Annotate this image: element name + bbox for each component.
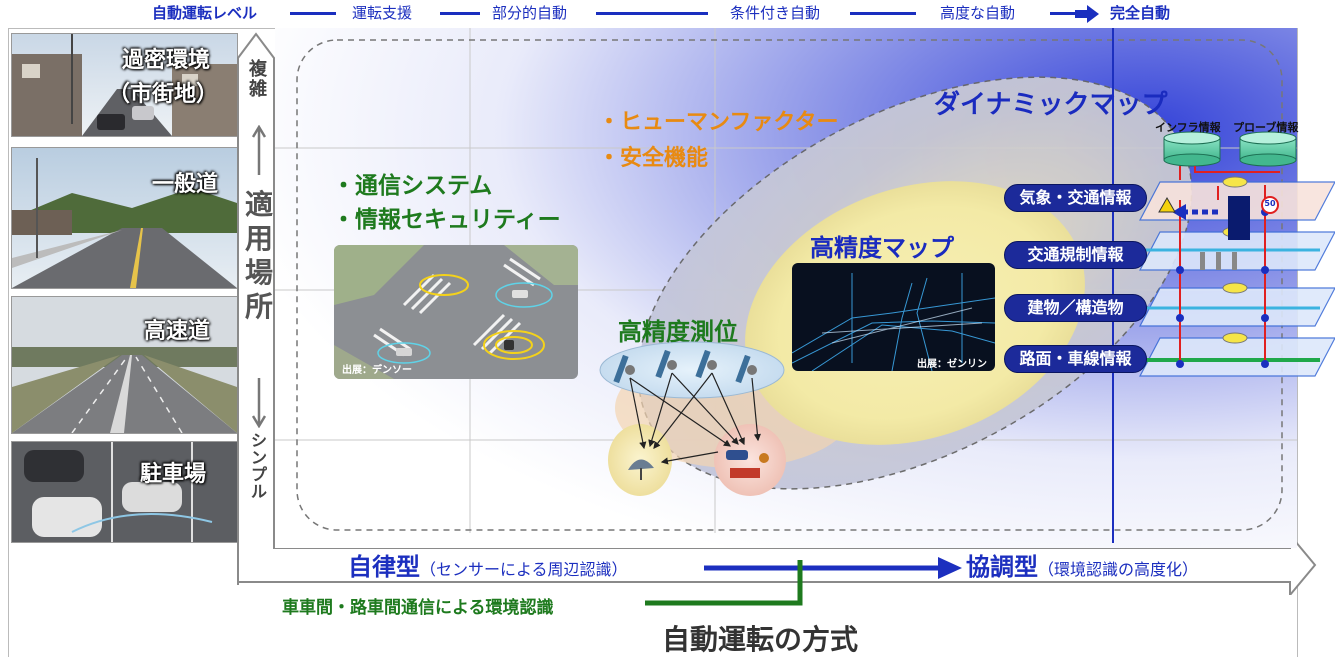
level-3: 条件付き自動 (730, 4, 821, 22)
dynamic-map-label: ダイナミックマップ (934, 90, 1168, 120)
level-connector (596, 12, 708, 15)
database-icon (1163, 131, 1297, 167)
ground-station-icon (628, 459, 654, 480)
layer-traffic-regulation: 交通規制情報 (1004, 241, 1147, 269)
diagram-title: 自動運転の方式 (662, 623, 859, 656)
photo-urban: 過密環境 （市街地） (11, 33, 238, 137)
layer-buildings: 建物／構造物 (1004, 294, 1147, 322)
parking-label: 駐車場 (140, 462, 207, 487)
level-connector (290, 12, 336, 15)
cooperative-title: 協調型 (966, 553, 1038, 581)
photo-general-road: 一般道 (11, 147, 238, 289)
autonomous-note: （センサーによる周辺認識） (420, 560, 628, 579)
satellite-positioning-diagram (599, 341, 786, 496)
cooperative-note: （環境認識の高度化） (1038, 560, 1199, 579)
layer-weather-traffic: 気象・交通情報 (1004, 184, 1147, 212)
v2x-label: 車車間・路車間通信による環境認識 (282, 598, 554, 618)
general-road-image (12, 148, 237, 288)
autonomous-type-label: 自律型（センサーによる周辺認識） (348, 547, 628, 582)
arrow-down-icon (252, 378, 266, 428)
photo-parking: 駐車場 (11, 441, 238, 543)
axis-middle-label: 適用場所 (244, 188, 273, 323)
arrow-up-icon (252, 125, 266, 175)
human-factor-label: ・ヒューマンファクター (598, 110, 839, 135)
dynamic-map-stack (1139, 131, 1335, 377)
probe-info-label: プローブ情報 (1233, 121, 1299, 134)
info-security-label: ・情報セキュリティー (332, 207, 561, 233)
parking-image (12, 442, 237, 542)
layer-road-lanes: 路面・車線情報 (1004, 345, 1147, 373)
cooperative-type-label: 協調型（環境認識の高度化） (966, 547, 1198, 582)
satellite-icon (613, 349, 757, 384)
hd-map-label: 高精度マップ (810, 234, 954, 262)
vehicles-icon (726, 450, 769, 478)
level-1: 運転支援 (352, 4, 413, 22)
comm-system-label: ・通信システム (332, 173, 493, 199)
urban-street-image (12, 34, 237, 136)
speed-sign-label: 50 (1264, 199, 1276, 208)
level-title: 自動運転レベル (152, 4, 258, 22)
level-connector (850, 12, 916, 15)
safety-function-label: ・安全機能 (598, 146, 709, 171)
positioning-label: 高精度測位 (618, 318, 738, 346)
v2x-connector (645, 560, 803, 606)
level-2: 部分的自動 (492, 4, 568, 22)
level-connector (440, 12, 480, 15)
expressway-image (12, 297, 237, 433)
credit-denso: 出展：デンソー (342, 365, 412, 376)
general-road-label: 一般道 (152, 172, 219, 197)
autonomous-to-cooperative-arrow-icon (704, 557, 962, 579)
photo-expressway: 高速道 (11, 296, 238, 434)
diagram-background (275, 28, 1297, 548)
urban-label-line2: （市街地） (108, 82, 219, 107)
credit-zenrin: 出展：ゼンリン (917, 359, 987, 370)
intersection-image: 出展：デンソー (334, 245, 578, 379)
urban-label-line1: 過密環境 (122, 48, 211, 73)
infra-info-label: インフラ情報 (1155, 121, 1221, 134)
axis-bottom-label: シンプル (250, 431, 267, 501)
level-arrow-icon (1075, 5, 1099, 23)
level-4: 高度な自動 (940, 4, 1016, 22)
level-5: 完全自動 (1110, 4, 1171, 22)
hd-map-image: 出展：ゼンリン (792, 263, 995, 371)
level-connector (1050, 12, 1080, 15)
axis-top-label: 複雑 (249, 59, 267, 100)
expressway-label: 高速道 (144, 319, 211, 344)
autonomous-title: 自律型 (348, 553, 420, 581)
